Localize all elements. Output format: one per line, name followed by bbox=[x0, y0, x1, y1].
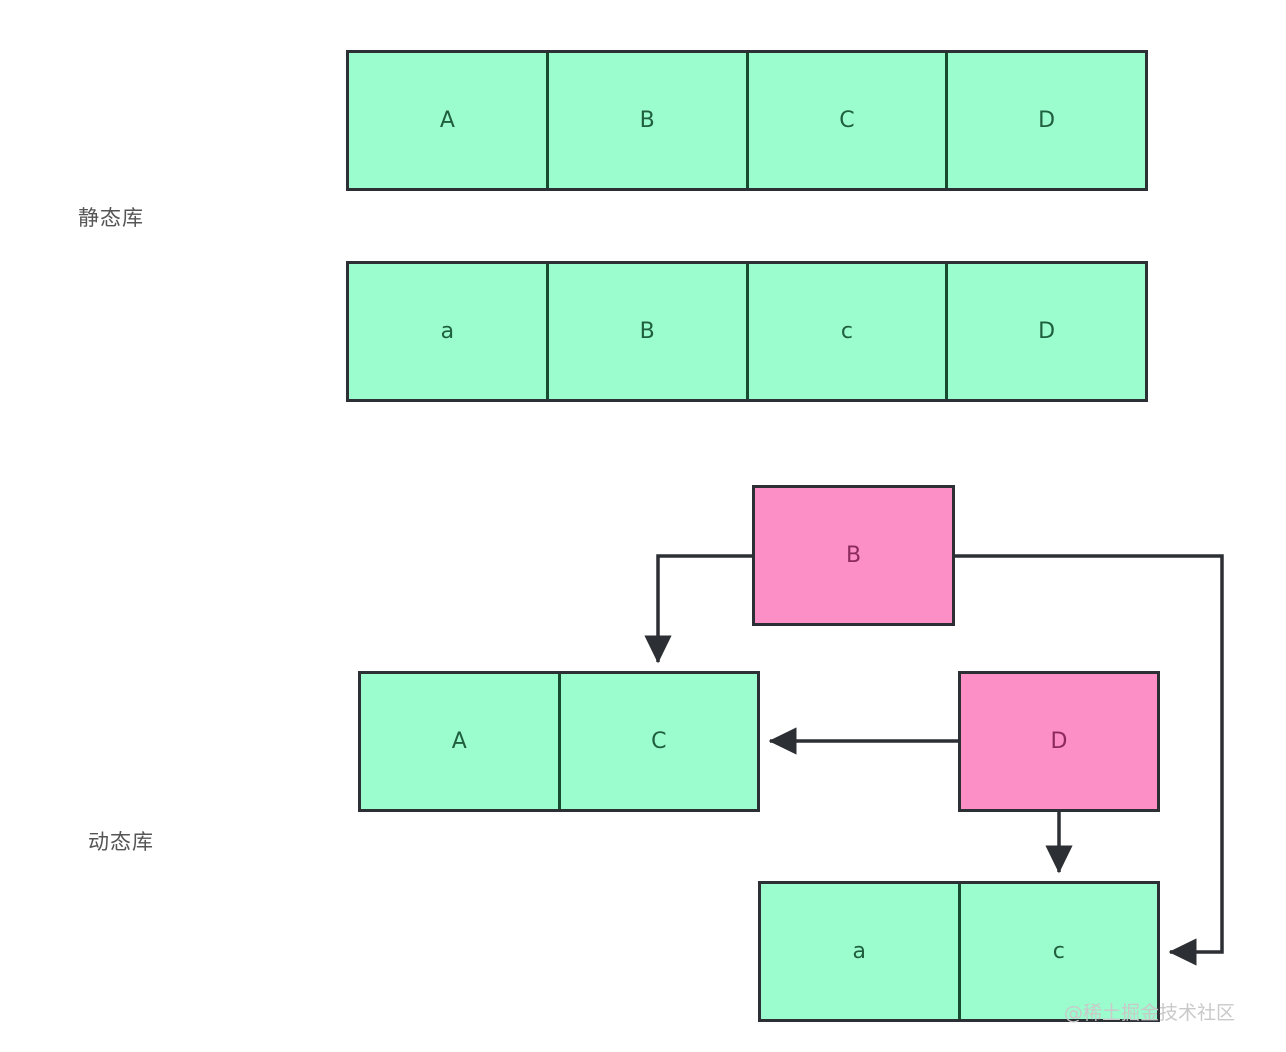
dynamic-library-label: 动态库 bbox=[88, 830, 154, 854]
dynamic-module-d: D bbox=[958, 671, 1160, 812]
dynamic-module-b-label: B bbox=[845, 543, 862, 568]
cell-a-dynamic-lower: a bbox=[852, 939, 866, 964]
static-library-label: 静态库 bbox=[78, 206, 144, 230]
dynamic-library-row-ac-lower: a c bbox=[758, 881, 1160, 1022]
static-library-row-lower: a B c D bbox=[346, 261, 1148, 402]
cell-d-upper: D bbox=[945, 53, 1145, 188]
dynamic-library-row-ac: A C bbox=[358, 671, 760, 812]
cell-a-dynamic: A bbox=[451, 729, 467, 754]
cell-c-dynamic-lower: c bbox=[957, 884, 1158, 1019]
cell-c-lower: c bbox=[745, 264, 946, 399]
cell-a-lower: a bbox=[440, 319, 455, 344]
cell-b-lower: B bbox=[545, 264, 746, 399]
dynamic-module-d-label: D bbox=[1050, 729, 1068, 754]
cell-d-lower: D bbox=[945, 264, 1145, 399]
static-library-row-upper: A B C D bbox=[346, 50, 1148, 191]
cell-a-upper: A bbox=[439, 108, 455, 133]
watermark: @稀土掘金技术社区 bbox=[1064, 1002, 1236, 1024]
edge-b-to-c bbox=[644, 554, 752, 664]
cell-c-dynamic: C bbox=[557, 674, 758, 809]
dynamic-module-b: B bbox=[752, 485, 955, 626]
cell-c-upper: C bbox=[745, 53, 946, 188]
cell-b-upper: B bbox=[545, 53, 746, 188]
